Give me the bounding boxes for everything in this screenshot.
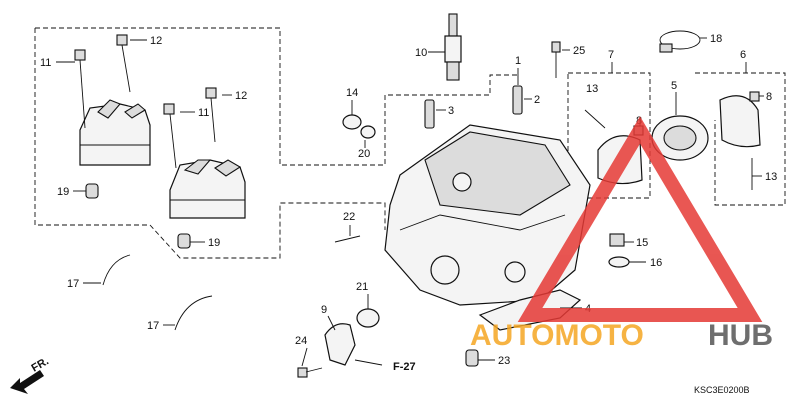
- cam-holder-lower: [169, 159, 246, 219]
- hose-band-18: [659, 30, 701, 53]
- callout-13: 13: [765, 171, 777, 183]
- o-ring-20: [360, 125, 376, 139]
- callout-7: 7: [608, 49, 614, 61]
- dowel-pin-23: [465, 349, 479, 367]
- bolt-13-left: [584, 109, 606, 129]
- o-ring-21: [356, 308, 380, 328]
- callout-19: 19: [57, 186, 69, 198]
- callout-17: 17: [67, 278, 79, 290]
- front-direction-arrow: FR.: [10, 355, 51, 394]
- water-joint-9: [324, 323, 356, 366]
- bolt-12-lower: [205, 87, 217, 143]
- automotohub-watermark: AUTOMOTO HUB: [470, 116, 773, 352]
- valve-guide-2: [512, 85, 523, 115]
- cylinder-head: [384, 124, 591, 306]
- bolt-11-lower: [163, 103, 177, 169]
- bolt-15: [609, 233, 625, 247]
- callout-10: 10: [415, 47, 427, 59]
- callout-8: 8: [766, 91, 772, 103]
- watermark-triangle-icon: [517, 116, 763, 322]
- callout-6: 6: [740, 49, 746, 61]
- callout-5: 5: [671, 80, 677, 92]
- callout-15: 15: [636, 237, 648, 249]
- callout-21: 21: [356, 281, 368, 293]
- callout-25: 25: [573, 45, 585, 57]
- intake-insulator-5: [651, 115, 709, 161]
- bolt-25: [551, 41, 561, 78]
- dowel-pin-19-upper: [85, 183, 99, 199]
- watermark-brand-automoto: AUTOMOTO: [470, 319, 644, 352]
- front-label: FR.: [30, 355, 51, 374]
- washer-16: [608, 256, 630, 268]
- cam-chain-guide-17-upper: [102, 254, 131, 286]
- reference-f27: F-27: [393, 361, 416, 373]
- callout-18: 18: [710, 33, 722, 45]
- callout-13: 13: [586, 83, 598, 95]
- callout-3: 3: [448, 105, 454, 117]
- clamp-6: [719, 95, 761, 148]
- nut-8-right: [749, 91, 760, 102]
- valve-guide-3: [424, 99, 435, 129]
- group-outline-clamp: [695, 72, 786, 206]
- callout-17: 17: [147, 320, 159, 332]
- callout-11: 11: [40, 57, 51, 69]
- callout-24: 24: [295, 335, 307, 347]
- watermark-brand-hub: HUB: [708, 319, 773, 352]
- leader-lines: [56, 37, 764, 367]
- bolt-24: [297, 367, 323, 378]
- callout-9: 9: [321, 304, 327, 316]
- callout-2: 2: [534, 94, 540, 106]
- group-outline-cam-holders: [34, 27, 520, 259]
- callout-1: 1: [515, 55, 521, 67]
- bolt-12-upper: [116, 34, 131, 93]
- callout-14: 14: [346, 87, 358, 99]
- dowel-pin-19-lower: [177, 233, 191, 249]
- seal-14: [342, 114, 362, 130]
- cam-chain-guide-17-lower: [174, 295, 213, 331]
- diagram-code: KSC3E0200B: [694, 385, 750, 395]
- stud-bolt-22: [334, 235, 361, 243]
- callout-22: 22: [343, 211, 355, 223]
- bolt-11-upper: [74, 49, 86, 129]
- callout-12: 12: [150, 35, 162, 47]
- callout-23: 23: [498, 355, 510, 367]
- cam-holder-upper: [79, 99, 151, 166]
- callout-19: 19: [208, 237, 220, 249]
- callout-11: 11: [198, 107, 209, 119]
- callout-16: 16: [650, 257, 662, 269]
- callout-20: 20: [358, 148, 370, 160]
- spark-plug-10: [444, 13, 462, 81]
- callout-12: 12: [235, 90, 247, 102]
